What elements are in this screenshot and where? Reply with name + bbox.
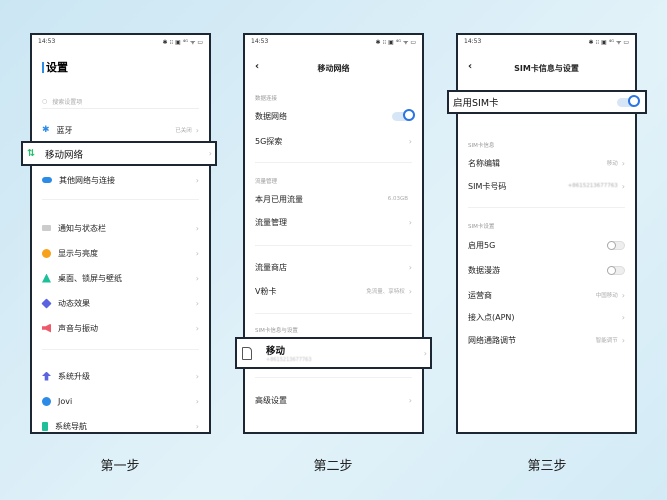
search-input[interactable]: ○搜索设置项: [42, 95, 199, 109]
data-network-row[interactable]: 数据网络: [255, 106, 415, 126]
sound-icon: [42, 323, 51, 333]
sim-number-row[interactable]: SIM卡号码+8615213677763›: [468, 181, 625, 191]
settings-item-bluetooth[interactable]: ✱蓝牙已关闭›: [42, 125, 199, 135]
settings-item-other-networks[interactable]: 其他网络与连接›: [42, 170, 199, 190]
name-edit-row[interactable]: 名称编辑移动›: [468, 158, 625, 168]
enable-5g-row[interactable]: 启用5G: [468, 235, 625, 255]
chevron-right-icon: ›: [195, 125, 199, 135]
back-icon[interactable]: ‹: [255, 61, 260, 72]
page-title: 移动网络: [317, 64, 350, 73]
network-path-row[interactable]: 网络通路调节智能调节›: [468, 335, 625, 345]
apn-row[interactable]: 接入点(APN)›: [468, 312, 625, 322]
traffic-store-row[interactable]: 流量商店›: [255, 262, 412, 272]
enable-sim-toggle[interactable]: [617, 95, 640, 107]
chevron-right-icon: ›: [208, 149, 212, 158]
traffic-management-row[interactable]: 流量管理›: [255, 217, 412, 227]
step-caption: 第三步: [527, 459, 567, 474]
status-icons: ✱ ⁝⁝ ▣ ⁴ᴳ ᯤ ▭: [162, 39, 203, 46]
phone-screen-settings: 14:53 ✱ ⁝⁝ ▣ ⁴ᴳ ᯤ ▭ 设置 ○搜索设置项 ✱蓝牙已关闭› 其他网…: [30, 33, 211, 434]
settings-item-navigation[interactable]: 系统导航›: [42, 416, 199, 436]
settings-item-effects[interactable]: 动态效果›: [41, 293, 199, 313]
advanced-settings-row[interactable]: 高级设置›: [255, 395, 412, 405]
brightness-icon: [42, 248, 51, 258]
wallpaper-icon: [42, 273, 51, 283]
navigation-icon: [42, 421, 48, 431]
sim-card-icon: [242, 346, 252, 360]
mobile-network-icon: ⇅: [27, 148, 35, 159]
bluetooth-icon: ✱: [42, 125, 50, 135]
back-icon[interactable]: ‹: [468, 61, 473, 72]
enable-sim-row[interactable]: 启用SIM卡: [447, 90, 647, 114]
carrier-row[interactable]: 运营商中国移动›: [468, 290, 625, 300]
5g-explore-row[interactable]: 5G探索›: [255, 136, 412, 146]
settings-item-sound[interactable]: 声音与振动›: [42, 318, 199, 338]
enable-5g-toggle[interactable]: [607, 240, 625, 250]
settings-item-jovi[interactable]: Jovi›: [42, 391, 199, 411]
settings-item-wallpaper[interactable]: 桌面、锁屏与壁纸›: [42, 268, 199, 288]
data-roaming-toggle[interactable]: [607, 265, 625, 275]
page-title: SIM卡信息与设置: [514, 64, 579, 73]
settings-item-display[interactable]: 显示与亮度›: [42, 243, 199, 263]
cloud-icon: [42, 177, 52, 183]
search-icon: ○: [42, 98, 48, 105]
step-caption: 第二步: [313, 459, 353, 474]
settings-item-upgrade[interactable]: 系统升级›: [42, 366, 199, 386]
jovi-icon: [42, 396, 51, 406]
status-time: 14:53: [38, 38, 56, 45]
step-caption: 第一步: [100, 459, 140, 474]
effects-icon: [41, 297, 52, 309]
settings-item-notifications[interactable]: 通知与状态栏›: [42, 218, 199, 238]
sim-card-row[interactable]: 移动+8615213677763›: [235, 337, 432, 369]
notification-icon: [42, 225, 51, 231]
upgrade-icon: [42, 371, 51, 381]
phone-screen-mobile-network: 14:53✱ ⁝⁝ ▣ ⁴ᴳ ᯤ ▭ ‹ 移动网络 数据连接 数据网络 5G探索…: [243, 33, 424, 434]
data-network-toggle[interactable]: [392, 109, 415, 121]
data-roaming-row[interactable]: 数据漫游: [468, 260, 625, 280]
vcard-row[interactable]: V粉卡免流量、享特权›: [255, 286, 412, 296]
settings-item-mobile-network[interactable]: ⇅移动网络›: [21, 141, 217, 166]
page-title: 设置: [42, 62, 68, 73]
